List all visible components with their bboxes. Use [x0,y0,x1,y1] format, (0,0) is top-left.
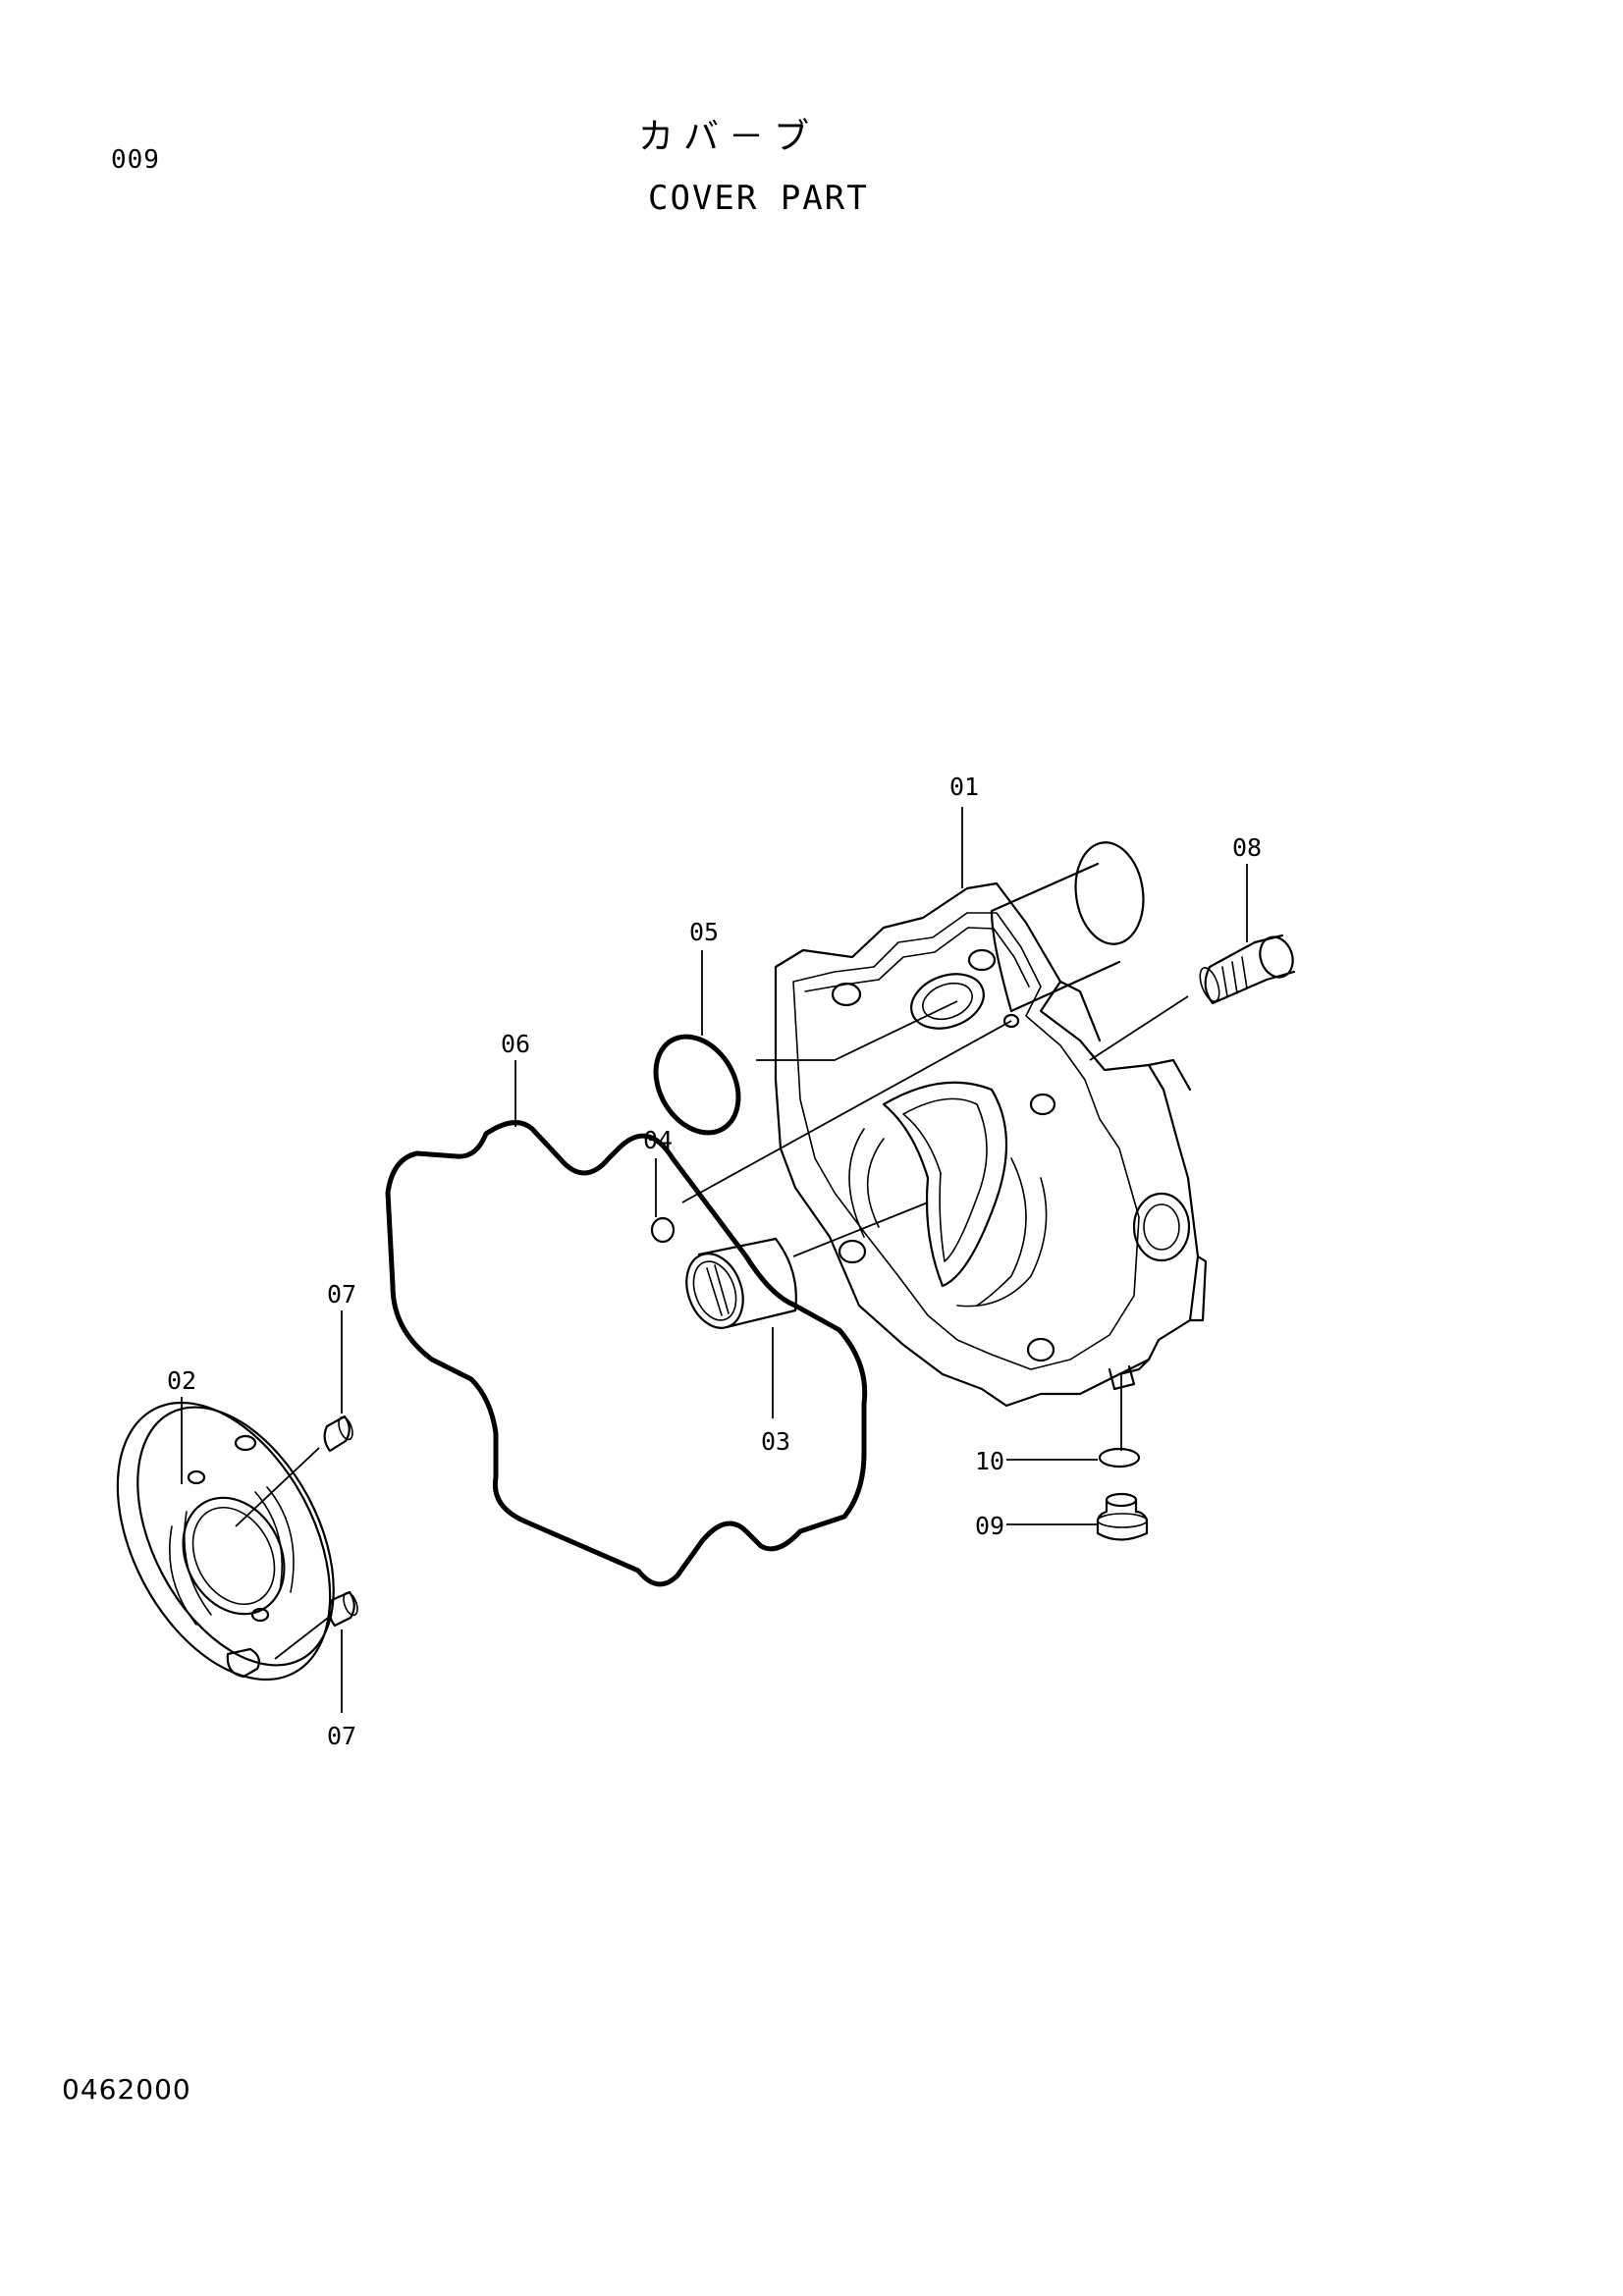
callout-labels: 01 08 05 06 04 03 07 07 02 10 09 [167,773,1262,1750]
callout-05: 05 [689,918,719,946]
title-english: COVER PART [648,179,869,218]
part-06-gasket [385,1120,868,1587]
callout-10: 10 [975,1447,1004,1475]
callout-02: 02 [167,1366,196,1395]
part-01-cover-housing [774,841,1208,1408]
page-number: 009 [111,145,160,175]
callout-06: 06 [501,1030,530,1058]
callout-07-lower: 07 [327,1722,356,1750]
callout-03: 03 [761,1427,790,1456]
part-09-plug [1096,1492,1149,1541]
callout-04: 04 [643,1126,673,1154]
title-japanese: カバ－ブ [638,117,820,157]
part-03-bushing [685,1237,797,1329]
leader-lines [181,807,1248,1713]
part-07-pin-upper [323,1415,353,1453]
part-05-o-ring [653,1034,741,1136]
part-02-valve-plate [116,1401,335,1682]
drawing-code: 0462000 [62,2073,191,2106]
callout-07-upper: 07 [327,1280,356,1308]
callout-01: 01 [949,773,979,801]
part-08-bolt [1199,934,1296,1005]
callout-08: 08 [1232,833,1262,862]
part-10-o-ring [1098,1447,1141,1468]
callout-09: 09 [975,1512,1004,1540]
part-04-ball [650,1216,676,1244]
